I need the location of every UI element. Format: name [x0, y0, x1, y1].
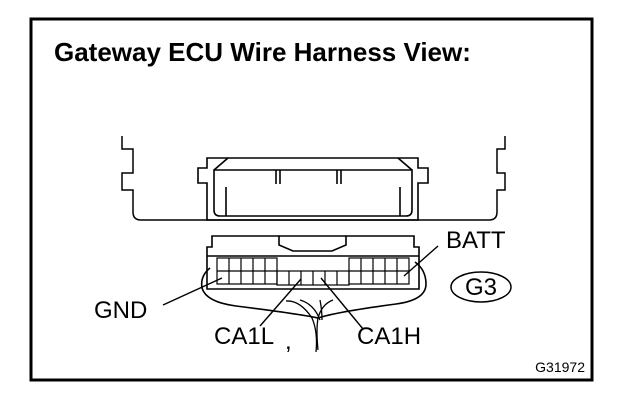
ca1l-comma: , [285, 328, 292, 355]
ca1l-leader [259, 278, 302, 327]
ecu-housing-outline [121, 136, 506, 221]
wire-bundle [285, 299, 334, 353]
gnd-leader [162, 277, 223, 306]
harness-connector [206, 235, 420, 290]
leader-lines [162, 245, 439, 330]
ca1h-label: CA1H [357, 323, 421, 350]
connector-code-label: G3 [465, 274, 497, 301]
gnd-label: GND [94, 297, 147, 324]
ecu-connector [197, 157, 429, 221]
connector-code-badge [450, 271, 512, 303]
figure-id: G31972 [535, 359, 585, 375]
batt-leader [403, 245, 439, 277]
ca1h-leader [320, 277, 364, 330]
figure-frame [29, 17, 594, 382]
batt-label: BATT [446, 227, 506, 254]
ca1l-label: CA1L [214, 323, 274, 350]
diagram-title: Gateway ECU Wire Harness View: [54, 37, 471, 67]
terminal-cavities [216, 257, 410, 286]
